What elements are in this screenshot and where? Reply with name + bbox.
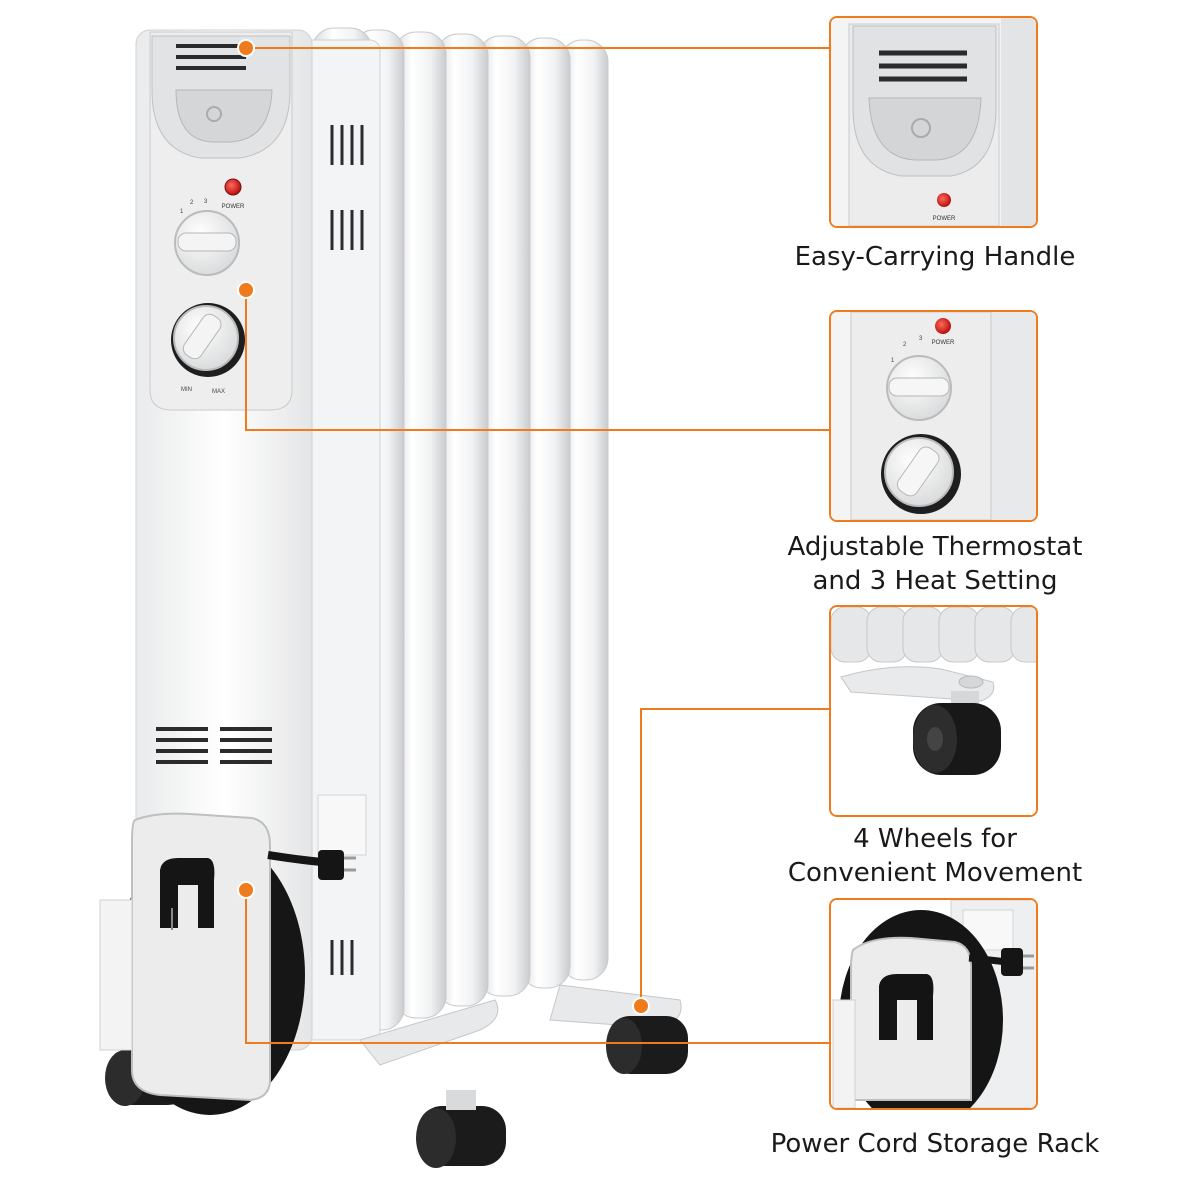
svg-text:2: 2: [903, 342, 907, 348]
inset-wheels-closeup: [829, 605, 1038, 817]
control-module: POWER 1 2 3 MIN MAX: [149, 31, 293, 411]
handle-vent: [176, 44, 246, 70]
rating-label: [317, 794, 367, 856]
svg-text:MAX: MAX: [212, 389, 225, 395]
caption-cord-rack: Power Cord Storage Rack: [770, 1129, 1100, 1159]
svg-text:3: 3: [204, 199, 208, 205]
callout-lines: [245, 47, 829, 1044]
svg-text:MIN: MIN: [181, 387, 192, 393]
caption-wheels: 4 Wheels for Convenient Movement: [787, 824, 1083, 888]
svg-text:POWER: POWER: [932, 340, 955, 346]
callout-dots: [237, 39, 650, 1015]
front-vents: [156, 727, 272, 764]
inset-handle-closeup: POWER: [829, 16, 1038, 228]
caption-handle: Easy-Carrying Handle: [794, 242, 1076, 272]
svg-text:3: 3: [919, 336, 923, 342]
svg-text:1: 1: [891, 358, 895, 364]
svg-text:POWER: POWER: [933, 216, 956, 222]
power-led: [224, 178, 242, 196]
side-vents: [330, 125, 364, 975]
inset-controls-closeup: POWER 1 2 3: [829, 310, 1038, 522]
caption-thermostat: Adjustable Thermostat and 3 Heat Setting: [787, 532, 1083, 596]
svg-text:1: 1: [180, 209, 184, 215]
power-label: POWER: [222, 204, 245, 210]
cord-storage-rack: [99, 812, 356, 1115]
inset-cord-rack-closeup: [829, 898, 1038, 1110]
svg-text:2: 2: [190, 200, 194, 206]
